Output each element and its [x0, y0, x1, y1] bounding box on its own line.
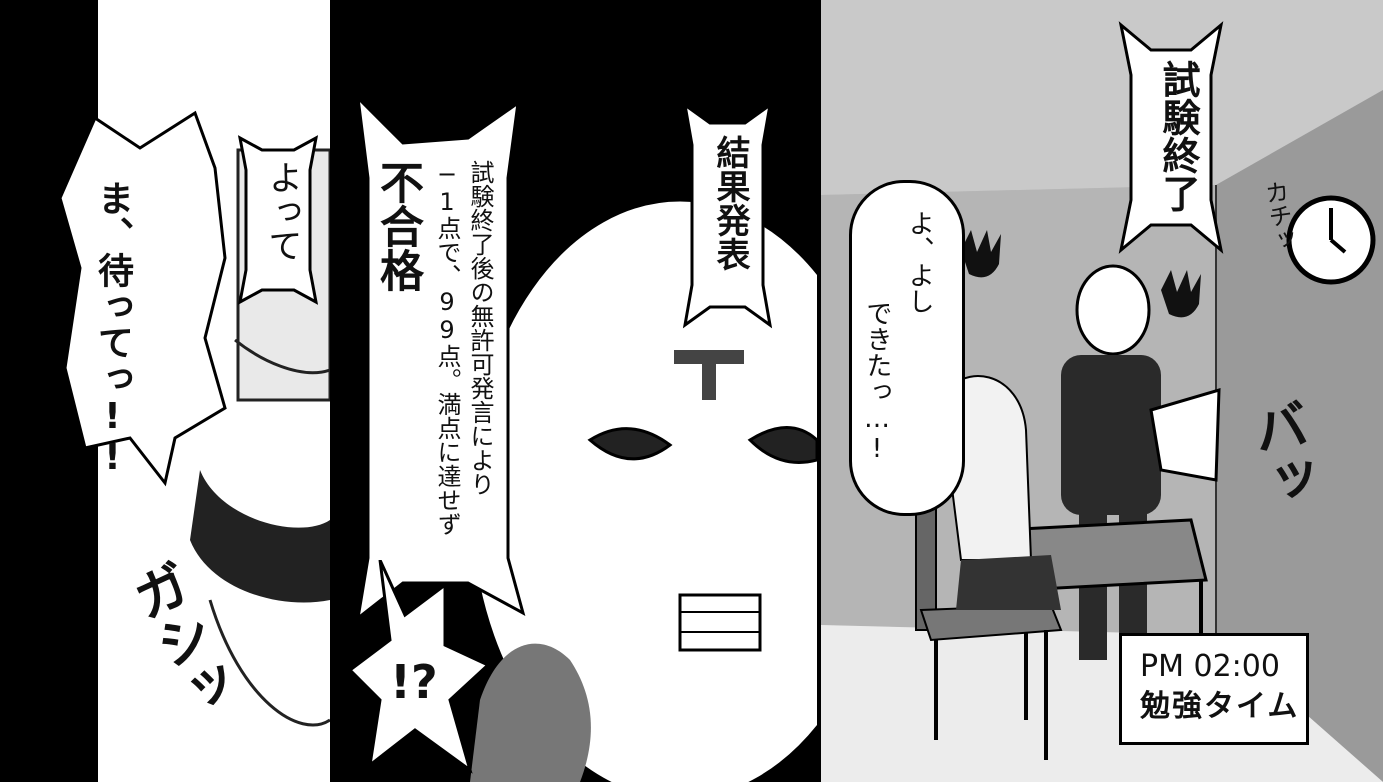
bubble-wait-text: ま、待ってっ!!: [92, 180, 133, 478]
bubble-result-line2: −1点で、99点。満点に達せず: [433, 160, 461, 536]
time-caption-box: PM 02:00 勉強タイム: [1119, 633, 1309, 745]
caption-time: PM 02:00: [1140, 649, 1280, 684]
bubble-announce-shape: [682, 101, 773, 329]
bubble-result-line1: 試験終了後の無許可発言により: [466, 160, 494, 496]
panel-divider-2: [817, 0, 821, 782]
bubble-yotte-shape: [237, 135, 319, 305]
bubble-girl-line2: できたっ…!: [862, 300, 892, 464]
bubble-girl-line1: よ、よし: [904, 210, 934, 314]
bubble-result-shape: [355, 93, 526, 622]
bubble-exam-end-text: 試験終了: [1156, 60, 1200, 212]
surprise-burst-shape: [350, 560, 490, 774]
panel-middle: 試験終了後の無許可発言により −1点で、99点。満点に達せず 不合格 結果発表 …: [350, 0, 817, 782]
bubble-exam-end-shape: [1118, 21, 1224, 254]
panel-left: ま、待ってっ!! よって ガシッ: [0, 0, 330, 782]
caption-label: 勉強タイム: [1140, 689, 1300, 724]
bubble-announce-text: 結果発表: [710, 135, 750, 271]
panel-right: 試験終了 よ、よし できたっ…! カチッ バッ PM 02:00 勉強タイム: [821, 0, 1383, 782]
bubble-result-fail: 不合格: [372, 160, 423, 292]
bubble-girl-shape: [849, 180, 965, 516]
panel-divider-1: [330, 0, 350, 782]
sfx-surprise: !?: [390, 655, 438, 709]
bubble-yotte-text: よって: [262, 160, 302, 262]
bubble-wait-shape: [58, 110, 227, 487]
